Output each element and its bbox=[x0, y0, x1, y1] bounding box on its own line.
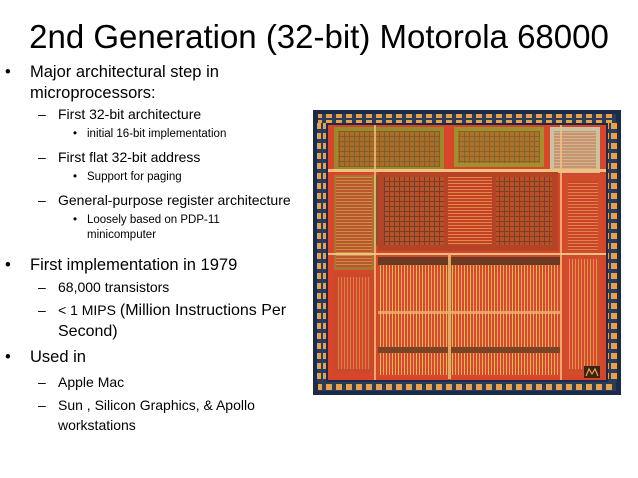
bullet-list: • Major architectural step in microproce… bbox=[0, 0, 310, 478]
bullet-text: Major architectural step in microprocess… bbox=[30, 63, 219, 102]
bullet-text: General-purpose register architecture bbox=[58, 192, 291, 208]
bullet-text: < 1 MIPS bbox=[58, 302, 116, 318]
dash-marker: – bbox=[38, 106, 46, 122]
bullet-text: First flat 32-bit address bbox=[58, 149, 201, 165]
dash-marker: – bbox=[38, 302, 46, 318]
bullet-apple-mac: – Apple Mac bbox=[38, 372, 308, 392]
chip-die-image bbox=[314, 111, 620, 394]
bullet-first-impl: • First implementation in 1979 bbox=[5, 255, 290, 276]
bullet-text: initial 16-bit implementation bbox=[87, 128, 227, 140]
bullet-text: Used in bbox=[30, 348, 86, 366]
chip-die-photo-icon bbox=[314, 111, 620, 394]
dash-marker: – bbox=[38, 397, 46, 413]
bullet-text: Sun , Silicon Graphics, & Apollo worksta… bbox=[58, 397, 255, 433]
bullet-gp-register: – General-purpose register architecture bbox=[38, 190, 308, 210]
slide-title: 2nd Generation (32-bit) Motorola 68000 bbox=[29, 18, 609, 55]
dot-marker: • bbox=[73, 214, 78, 226]
bullet-used-in: • Used in bbox=[5, 347, 290, 368]
dot-marker: • bbox=[73, 171, 78, 183]
bullet-text: Support for paging bbox=[87, 171, 182, 183]
bullet-first-32bit: – First 32-bit architecture bbox=[38, 104, 308, 124]
bullet-transistors: – 68,000 transistors bbox=[38, 277, 308, 297]
bullet-text: First implementation in 1979 bbox=[30, 256, 238, 274]
bullet-16bit-impl: • initial 16-bit implementation bbox=[73, 127, 307, 142]
dash-marker: – bbox=[38, 374, 46, 390]
bullet-marker: • bbox=[5, 348, 11, 366]
dash-marker: – bbox=[38, 149, 46, 165]
dash-marker: – bbox=[38, 192, 46, 208]
bullet-mips: – < 1 MIPS (Million Instructions Per Sec… bbox=[38, 300, 298, 342]
bullet-pdp11: • Loosely based on PDP-11 minicomputer bbox=[73, 213, 247, 243]
bullet-text: Loosely based on PDP-11 minicomputer bbox=[87, 214, 220, 241]
bullet-text: Apple Mac bbox=[58, 374, 125, 390]
bullet-workstations: – Sun , Silicon Graphics, & Apollo works… bbox=[38, 395, 298, 435]
dot-marker: • bbox=[73, 128, 78, 140]
bullet-text: First 32-bit architecture bbox=[58, 106, 202, 122]
bullet-marker: • bbox=[5, 63, 11, 81]
bullet-paging: • Support for paging bbox=[73, 170, 307, 185]
bullet-major-step: • Major architectural step in microproce… bbox=[5, 62, 290, 104]
bullet-text: 68,000 transistors bbox=[58, 279, 170, 295]
dash-marker: – bbox=[38, 279, 46, 295]
bullet-text-mips-expansion: (Million Instructions Per Second) bbox=[58, 302, 287, 340]
bullet-flat-address: – First flat 32-bit address bbox=[38, 147, 308, 167]
bullet-marker: • bbox=[5, 256, 11, 274]
